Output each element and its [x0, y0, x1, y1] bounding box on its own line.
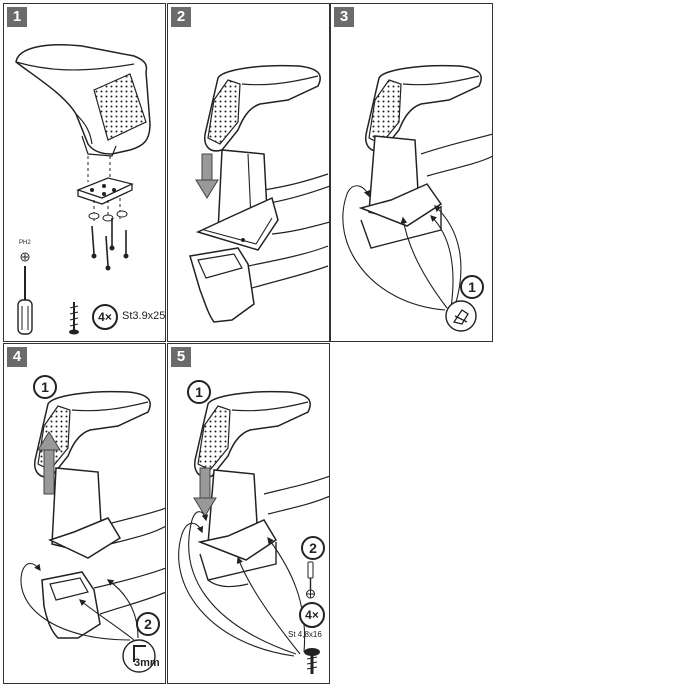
step-5-panel: 5 1 2 4× St 4,8x16	[167, 343, 330, 684]
step-4-panel: 4 1 2 3mm	[3, 343, 166, 684]
screwdriver-size-label: PH2	[19, 240, 31, 246]
step-number-badge: 1	[7, 7, 27, 27]
step-2-panel: 2	[167, 3, 330, 342]
step-callout-2: 2	[301, 536, 325, 560]
armrest-fasten-illustration	[178, 390, 329, 674]
armrest-insert-illustration	[189, 64, 329, 323]
armrest-clip-illustration	[342, 64, 492, 332]
quantity-badge: 4×	[92, 304, 118, 330]
step-callout-1: 1	[460, 275, 484, 299]
step-3-panel: 3 1	[330, 3, 493, 342]
armrest-exploded-illustration	[15, 44, 151, 335]
hex-key-size-label: 3mm	[134, 657, 160, 669]
step-callout-2: 2	[136, 612, 160, 636]
step-callout-1: 1	[187, 380, 211, 404]
screw-spec-label: St 4,8x16	[288, 630, 322, 639]
step-1-panel: 1	[3, 3, 166, 342]
step-number-badge: 5	[171, 347, 191, 367]
armrest-remove-illustration	[20, 390, 165, 673]
screw-spec-label: St3.9x25	[122, 310, 166, 322]
quantity-badge: 4×	[299, 602, 325, 628]
step-callout-1: 1	[33, 375, 57, 399]
step-number-badge: 2	[171, 7, 191, 27]
step-number-badge: 3	[334, 7, 354, 27]
step-number-badge: 4	[7, 347, 27, 367]
